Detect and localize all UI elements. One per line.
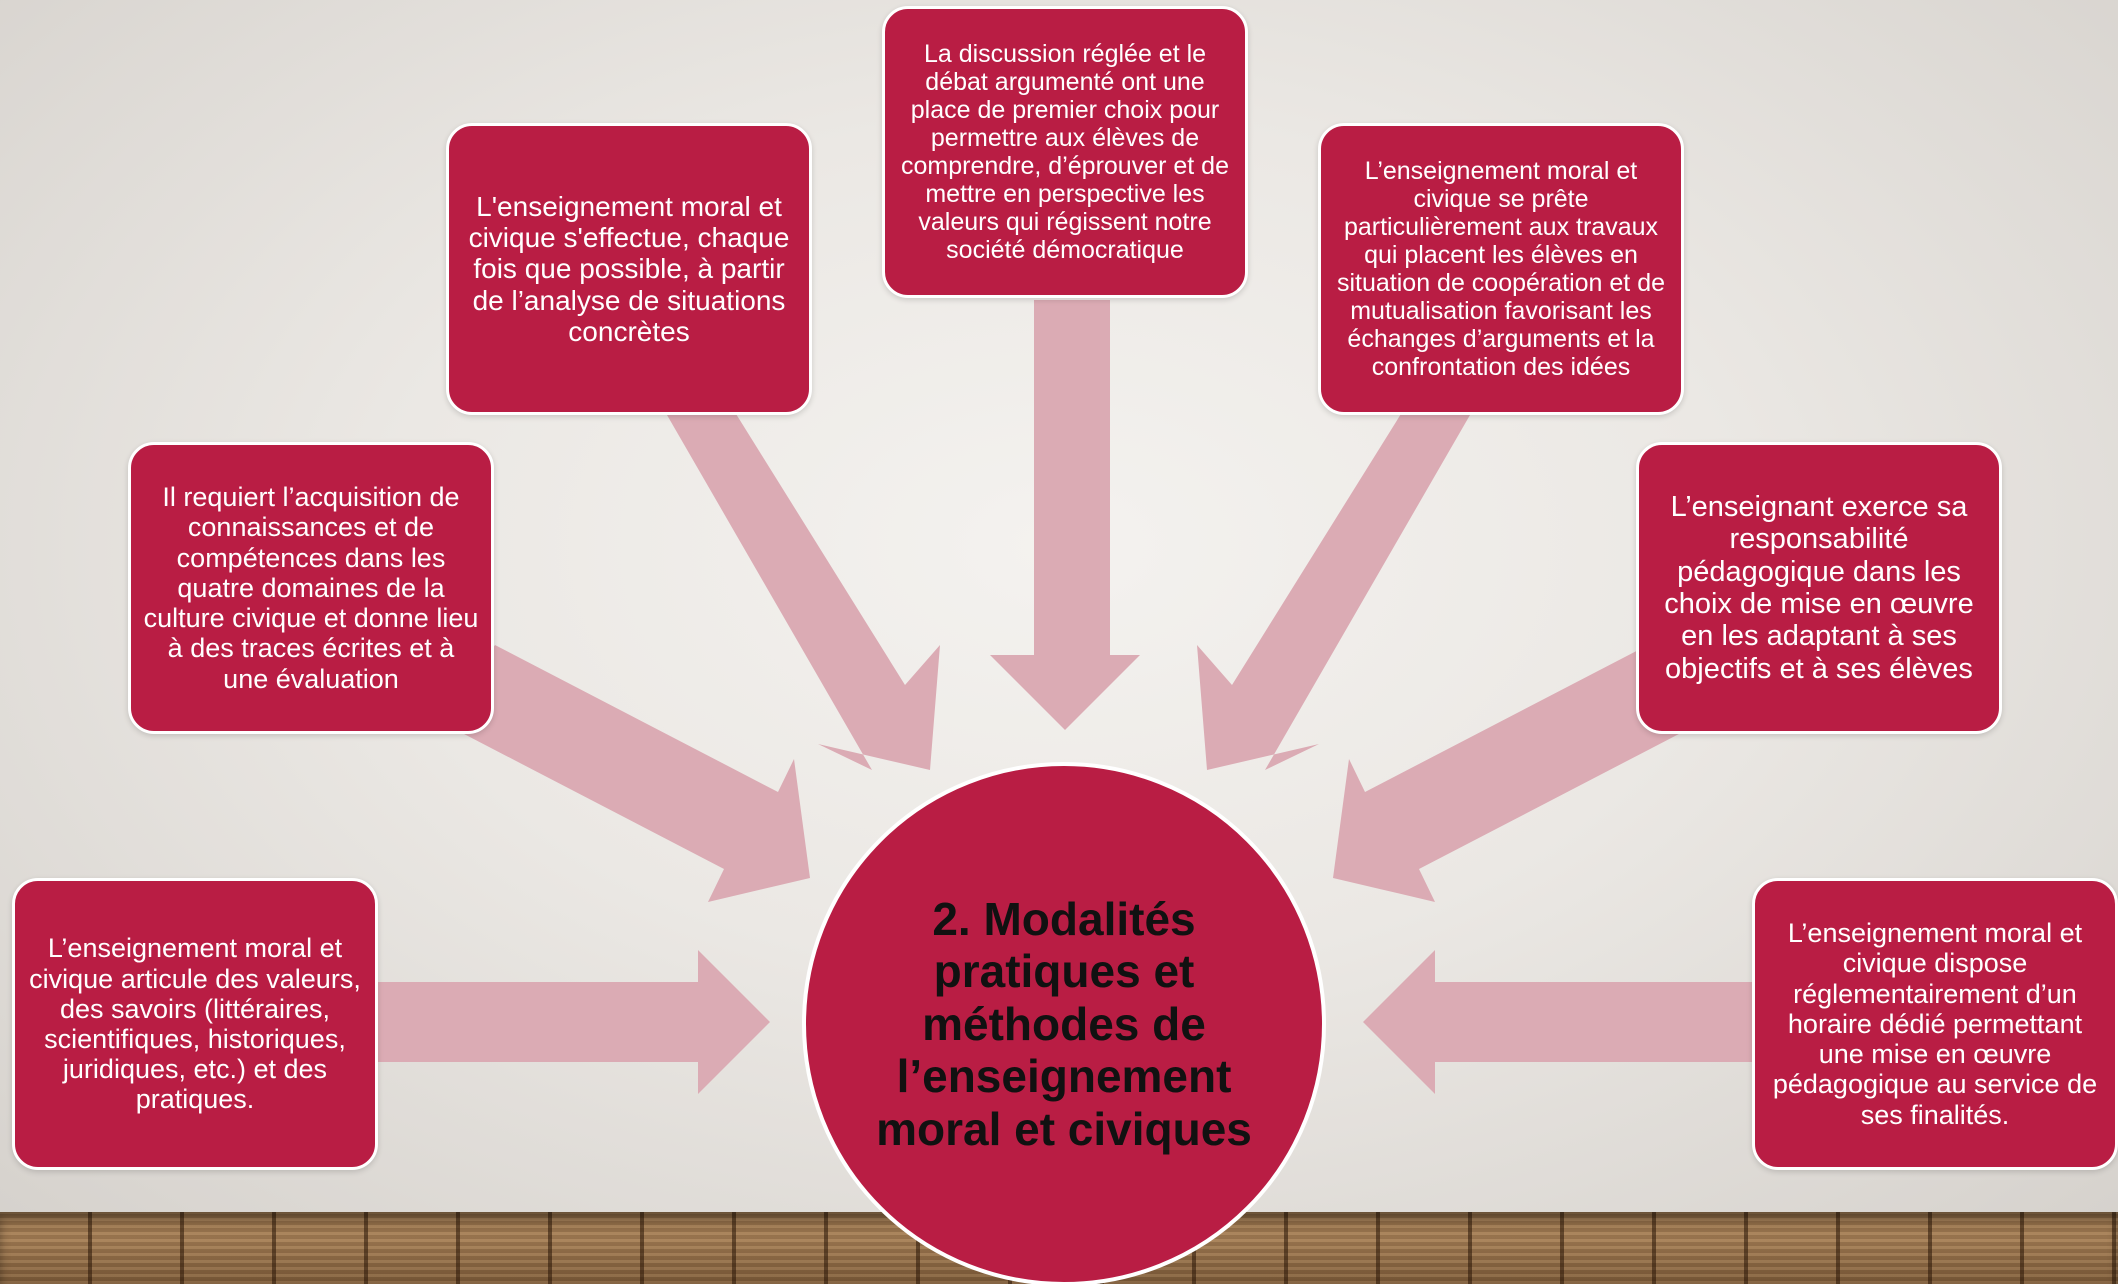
box-right-top: L’enseignement moral et civique se prête… [1318,123,1684,415]
box-left-middle: Il requiert l’acquisition de connaissanc… [128,442,494,734]
box-right-bottom-text: L’enseignement moral et civique dispose … [1772,918,2098,1130]
box-top-center: La discussion réglée et le débat argumen… [882,6,1248,298]
arrow-left-bottom [378,950,770,1094]
box-left-top: L'enseignement moral et civique s'effect… [446,123,812,415]
arrow-left-top [667,385,940,770]
center-title: 2. Modalités pratiques et méthodes de l’… [876,892,1252,1155]
box-right-middle-text: L’enseignant exerce sa responsabilité pé… [1664,490,1974,685]
arrow-right-middle [1333,645,1702,902]
arrow-right-bottom [1363,950,1755,1094]
box-right-bottom: L’enseignement moral et civique dispose … [1752,878,2118,1170]
arrow-top-center [990,300,1140,730]
arrow-left-middle [441,645,810,902]
center-circle: 2. Modalités pratiques et méthodes de l’… [802,762,1326,1286]
arrow-right-top [1197,385,1470,770]
box-left-middle-text: Il requiert l’acquisition de connaissanc… [143,482,479,694]
box-left-bottom-text: L’enseignement moral et civique articule… [29,933,361,1115]
box-left-top-text: L'enseignement moral et civique s'effect… [468,190,790,348]
box-top-center-text: La discussion réglée et le débat argumen… [901,40,1229,264]
box-left-bottom: L’enseignement moral et civique articule… [12,878,378,1170]
box-right-middle: L’enseignant exerce sa responsabilité pé… [1636,442,2002,734]
box-right-top-text: L’enseignement moral et civique se prête… [1336,157,1665,381]
